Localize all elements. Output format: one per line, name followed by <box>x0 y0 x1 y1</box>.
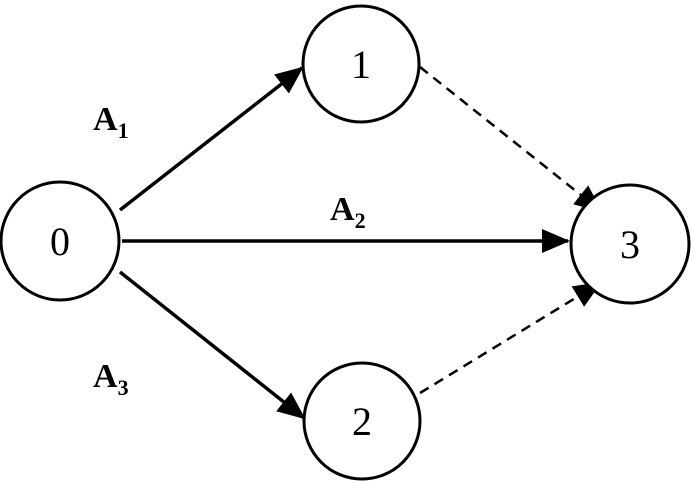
edge-2-3 <box>419 281 602 395</box>
edge-label-0-1: A1 <box>93 101 129 143</box>
node-3: 3 <box>569 183 691 305</box>
edge-label-0-3: A2 <box>330 191 366 233</box>
node-0: 0 <box>0 180 121 302</box>
node-0-label: 0 <box>50 219 70 264</box>
node-3-label: 3 <box>620 222 640 267</box>
node-1-label: 1 <box>351 42 371 87</box>
edge-0-2 <box>118 270 306 420</box>
node-2-label: 2 <box>352 399 372 444</box>
edge-1-3 <box>419 66 603 213</box>
node-2: 2 <box>302 361 422 481</box>
node-1: 1 <box>301 4 421 124</box>
edge-label-0-2: A3 <box>93 358 129 400</box>
edge-0-1 <box>118 66 304 212</box>
